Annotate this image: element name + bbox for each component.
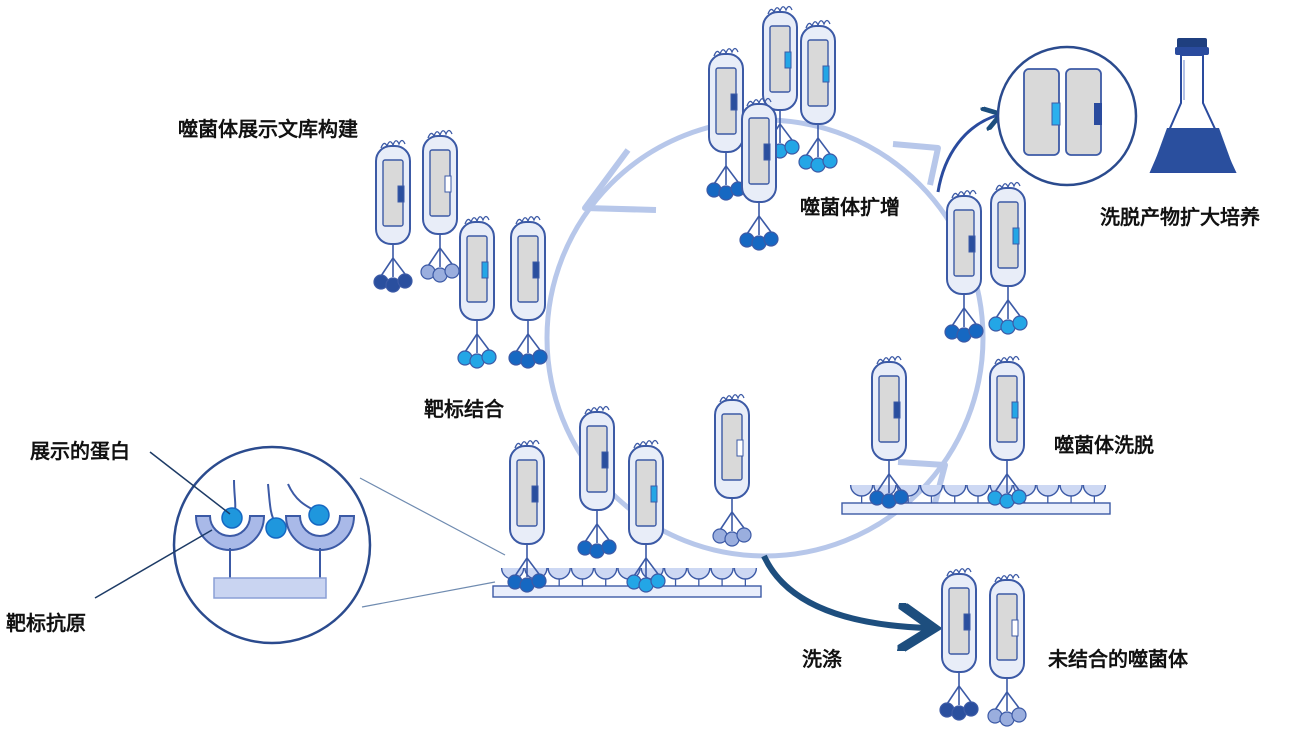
displayed-protein-ball: [1011, 707, 1027, 723]
cycle-arrowhead-left: [582, 148, 657, 213]
pointer-displayed-protein: [149, 451, 231, 515]
displayed-protein-ball: [444, 263, 460, 279]
displayed-protein-ball: [1011, 489, 1027, 505]
phage: [420, 129, 460, 283]
phage: [457, 215, 497, 369]
phage: [739, 97, 779, 251]
phage: [577, 405, 617, 559]
culture-arrow: [936, 115, 998, 193]
displayed-protein-ball: [650, 573, 666, 589]
displayed-protein-ball: [968, 323, 984, 339]
antigen-plate: [841, 484, 1111, 515]
phage: [508, 215, 548, 369]
phage: [987, 355, 1027, 509]
phage: [626, 439, 666, 593]
displayed-protein-ball: [736, 527, 752, 543]
phage: [373, 139, 413, 293]
displayed-protein-ball: [763, 231, 779, 247]
label-phage-elution: 噬菌体洗脱: [1054, 433, 1154, 457]
displayed-protein-ball: [397, 273, 413, 289]
label-target-binding: 靶标结合: [424, 397, 504, 421]
label-displayed-protein: 展示的蛋白: [30, 439, 130, 463]
wash-arrow: [761, 554, 928, 628]
phage: [869, 355, 909, 509]
phage: [798, 19, 838, 173]
displayed-protein-ball: [481, 349, 497, 365]
displayed-protein-ball: [531, 573, 547, 589]
zoom-line-bottom: [361, 581, 496, 608]
label-target-antigen: 靶标抗原: [6, 611, 86, 635]
label-wash: 洗涤: [802, 647, 842, 671]
phage-population: [373, 5, 1028, 727]
displayed-protein-ball: [784, 139, 800, 155]
displayed-protein-ball: [1012, 315, 1028, 331]
displayed-protein-ball: [963, 701, 979, 717]
displayed-protein-ball: [221, 507, 243, 529]
cycle-arrowhead-top-right: [892, 141, 941, 186]
phage: [987, 573, 1027, 727]
phage: [712, 393, 752, 547]
culture-detail-circle: [996, 45, 1138, 187]
zoom-line-top: [359, 477, 506, 556]
antigen-cup-left: [194, 515, 266, 551]
antigen-cup-right: [284, 515, 356, 551]
phage: [988, 181, 1028, 335]
displayed-protein-ball: [893, 489, 909, 505]
zoom-detail-circle: [172, 445, 372, 645]
phage: [507, 439, 547, 593]
phage: [706, 47, 746, 201]
pointer-target-antigen: [94, 529, 213, 599]
phage: [944, 189, 984, 343]
label-library-construction: 噬菌体展示文库构建: [178, 117, 358, 141]
phage: [939, 567, 979, 721]
flask-icon: [1149, 38, 1237, 173]
displayed-protein-ball: [822, 153, 838, 169]
displayed-protein-ball: [532, 349, 548, 365]
label-unbound-phage: 未结合的噬菌体: [1048, 647, 1188, 671]
label-phage-amplification: 噬菌体扩增: [800, 195, 900, 219]
label-elution-culture: 洗脱产物扩大培养: [1100, 205, 1260, 229]
antigen-plate: [213, 577, 327, 599]
displayed-protein-ball: [601, 539, 617, 555]
